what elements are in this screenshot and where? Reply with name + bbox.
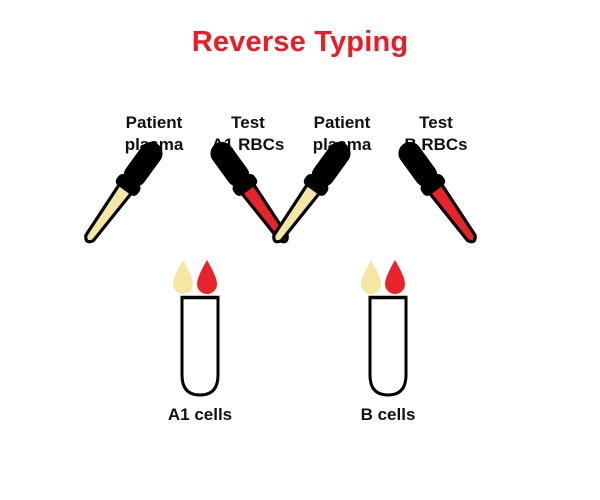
droplet-rbc-icon — [197, 260, 217, 294]
tube-label-a1-cells: A1 cells — [167, 405, 233, 424]
label-line-1: Patient — [125, 113, 183, 132]
dropper-collar-icon — [420, 174, 446, 196]
droplet-plasma-icon — [361, 260, 381, 294]
dropper-bulb-icon — [210, 141, 250, 187]
pipette-barrel-icon — [427, 181, 477, 244]
reverse-typing-group-b: Patient plasma Test B RBCs B cells — [272, 100, 493, 450]
dropper-collar-icon — [232, 174, 258, 196]
tube-label-b-cells: B cells — [360, 405, 416, 424]
test-tube-icon — [368, 298, 408, 397]
dropper-bulb-icon — [123, 141, 163, 187]
pipette-barrel-icon — [84, 181, 134, 244]
dropper-test-b-rbcs-right — [398, 141, 477, 244]
label-line-1: Test — [231, 113, 265, 132]
dropper-patient-plasma-left — [272, 141, 351, 244]
page-title: Reverse Typing — [191, 26, 409, 58]
reverse-typing-group-a1: Patient plasma Test A1 RBCs — [84, 100, 305, 450]
droplet-plasma-icon — [173, 260, 193, 294]
dropper-collar-icon — [303, 174, 329, 196]
label-line-1: Test — [419, 113, 453, 132]
label-line-1: Patient — [313, 113, 371, 132]
droplet-rbc-icon — [385, 260, 405, 294]
dropper-bulb-icon — [311, 141, 351, 187]
dropper-patient-plasma-left — [84, 141, 163, 244]
pipette-barrel-icon — [272, 181, 322, 244]
test-tube-icon — [180, 298, 220, 397]
group-a1-artwork — [84, 141, 289, 397]
dropper-collar-icon — [115, 174, 141, 196]
group-b-artwork — [272, 141, 477, 397]
dropper-bulb-icon — [398, 141, 438, 187]
